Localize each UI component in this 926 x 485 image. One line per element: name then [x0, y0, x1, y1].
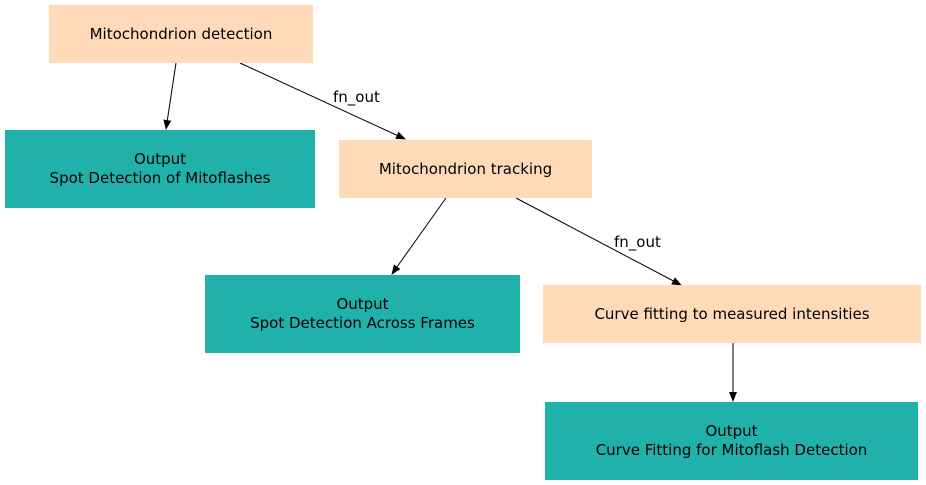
node-label-line2: Spot Detection Across Frames: [250, 314, 475, 332]
edge-detection-to-output-mitoflashes: [163, 62, 177, 130]
node-label-line1: Output: [133, 150, 187, 169]
node-mitochondrion-detection: Mitochondrion detection: [49, 5, 313, 63]
node-label-line2: Spot Detection of Mitoflashes: [49, 169, 271, 187]
node-mitochondrion-tracking: Mitochondrion tracking: [339, 140, 592, 198]
node-curve-fitting: Curve fitting to measured intensities: [543, 285, 921, 343]
node-label: Curve fitting to measured intensities: [594, 304, 870, 323]
edge-tracking-to-curve-fitting: [515, 197, 682, 286]
edge-tracking-to-output-frames: [391, 197, 447, 275]
node-output-spot-detection-frames: Output Spot Detection Across Frames: [205, 275, 520, 353]
node-label-line1: Output: [336, 295, 389, 314]
node-label: Mitochondrion tracking: [378, 159, 553, 178]
edge-label-tracking-curve: fn_out: [614, 233, 661, 252]
node-output-spot-detection-mitoflashes: Output Spot Detection of Mitoflashes: [5, 130, 315, 208]
edge-detection-to-tracking: [239, 62, 406, 140]
edge-label-detection-tracking: fn_out: [333, 88, 380, 107]
node-label-line1: Output: [705, 422, 758, 441]
node-label-line2: Curve Fitting for Mitoflash Detection: [595, 441, 868, 459]
node-label: Mitochondrion detection: [89, 24, 273, 43]
node-output-curve-fitting: Output Curve Fitting for Mitoflash Detec…: [545, 402, 918, 480]
